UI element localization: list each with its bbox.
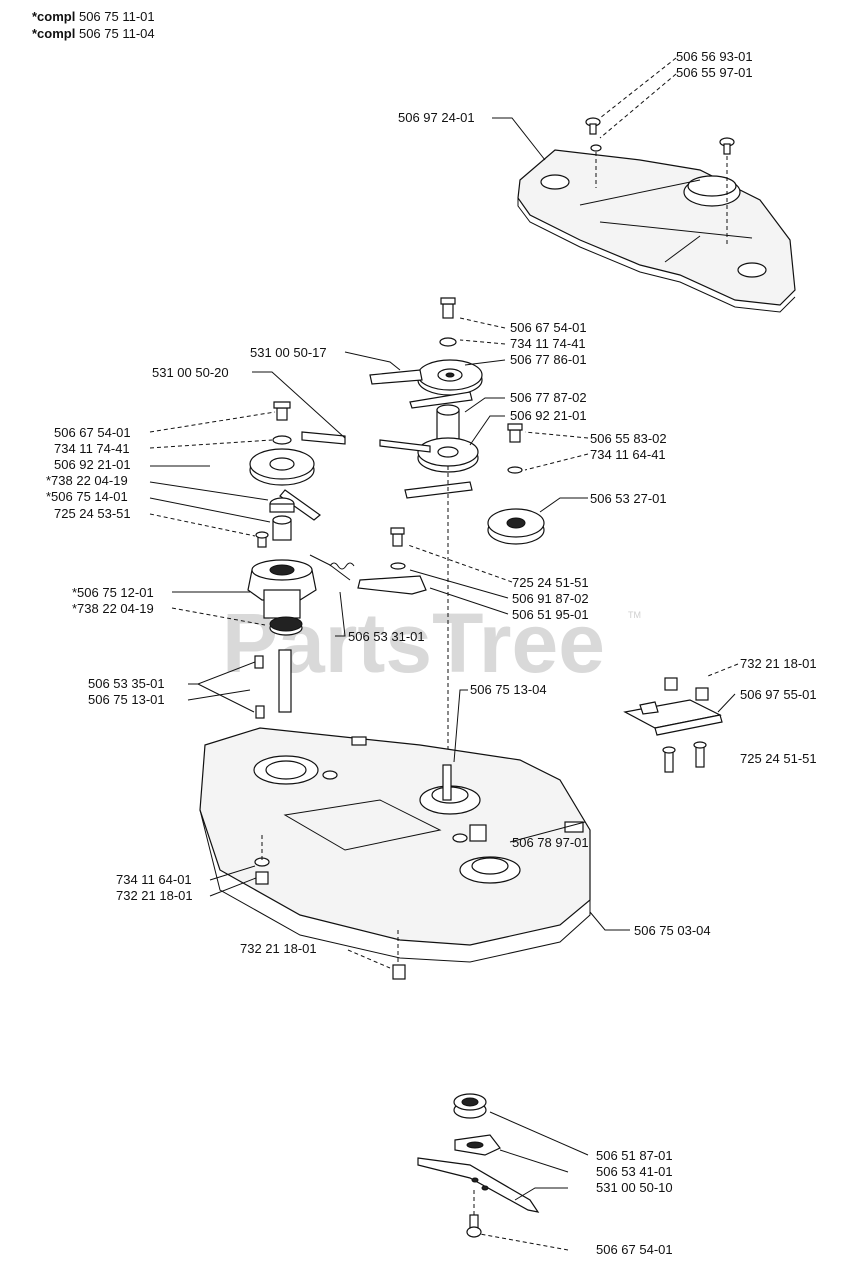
callout-label: 725 24 51-51 (512, 575, 589, 590)
callout-label: 734 11 64-01 (116, 872, 192, 887)
callout-label: 506 97 55-01 (740, 687, 817, 702)
callout-label: 506 77 87-02 (510, 390, 587, 405)
callout-label: 506 75 13-04 (470, 682, 547, 697)
callout-label: 506 78 97-01 (512, 835, 589, 850)
upper-pulley (369, 297, 483, 441)
deck-hardware (254, 835, 406, 980)
callout-label: 506 67 54-01 (510, 320, 587, 335)
blade-assembly (417, 1093, 540, 1238)
callout-label: 506 53 41-01 (596, 1164, 673, 1179)
callout-label: 506 92 21-01 (54, 457, 131, 472)
callout-label: *506 75 12-01 (72, 585, 154, 600)
callout-label: 732 21 18-01 (240, 941, 317, 956)
callout-label: 725 24 53-51 (54, 506, 131, 521)
callout-label: 506 51 95-01 (512, 607, 589, 622)
callout-label: 506 51 87-01 (596, 1148, 673, 1163)
callout-label: 725 24 51-51 (740, 751, 817, 766)
top-plate-bolts (585, 117, 735, 245)
callout-label: 734 11 74-41 (510, 336, 586, 351)
callout-label: *506 75 14-01 (46, 489, 128, 504)
callout-label: 506 53 27-01 (590, 491, 667, 506)
callout-label: 506 91 87-02 (512, 591, 589, 606)
header-line-1: *compl 506 75 11-01 (32, 9, 155, 24)
callout-label: 734 11 74-41 (54, 441, 130, 456)
callout-label: 531 00 50-10 (596, 1180, 673, 1195)
callout-label: 732 21 18-01 (740, 656, 817, 671)
callout-label: *738 22 04-19 (72, 601, 154, 616)
callout-label: *738 22 04-19 (46, 473, 128, 488)
callout-label: 506 77 86-01 (510, 352, 587, 367)
tension-arm (309, 527, 427, 595)
callout-label: 732 21 18-01 (116, 888, 193, 903)
callout-label: 531 00 50-17 (250, 345, 327, 360)
callout-label: 506 53 35-01 (88, 676, 165, 691)
callout-label: 506 56 93-01 (676, 49, 753, 64)
callout-label: 506 67 54-01 (54, 425, 131, 440)
callout-label: 506 67 54-01 (596, 1242, 673, 1257)
callout-label: 506 53 31-01 (348, 629, 425, 644)
idler-pulley (487, 423, 545, 545)
bracket-assembly (623, 677, 723, 773)
drive-belt (279, 431, 431, 521)
header-line-2: *compl 506 75 11-04 (32, 26, 155, 41)
top-cover-plate (517, 149, 796, 313)
callout-label: 506 75 13-01 (88, 692, 165, 707)
left-spindle-pulley (247, 401, 317, 719)
callout-label: 734 11 64-41 (590, 447, 666, 462)
watermark-trademark: TM (628, 610, 641, 620)
leader-lines (149, 57, 739, 1251)
callout-label: 506 55 97-01 (676, 65, 753, 80)
mower-deck (199, 727, 591, 963)
callout-label: 506 92 21-01 (510, 408, 587, 423)
middle-pulley (404, 437, 479, 770)
callout-labels: 506 56 93-01 506 55 97-01 506 97 24-01 5… (46, 49, 817, 1257)
callout-label: 531 00 50-20 (152, 365, 229, 380)
callout-label: 506 97 24-01 (398, 110, 475, 125)
callout-label: 506 55 83-02 (590, 431, 667, 446)
callout-label: 506 75 03-04 (634, 923, 711, 938)
